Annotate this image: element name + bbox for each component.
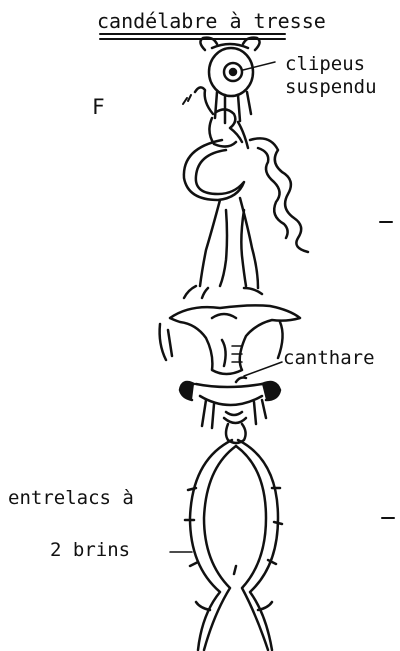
title-underline	[99, 33, 286, 40]
interlace-two-strands	[183, 438, 284, 651]
clipeus-pointer	[242, 61, 276, 71]
clipeus-label-line2: suspendu	[285, 76, 377, 98]
clipeus-shield	[199, 36, 261, 125]
entrelacs-label-line1: entrelacs à	[8, 487, 134, 509]
entrelacs-label-line2: 2 brins	[50, 539, 131, 561]
neck-knot	[222, 416, 248, 445]
title-label: candélabre à tresse	[97, 9, 326, 33]
canthare-pointer	[243, 361, 283, 377]
capital-platform	[158, 304, 302, 376]
canthare-label: canthare	[283, 347, 375, 369]
letter-f-label: F	[92, 95, 105, 119]
cantharus-vessel	[178, 376, 282, 430]
edge-marks	[379, 221, 395, 519]
dancing-figure	[182, 86, 310, 300]
clipeus-label-line1: clipeus	[285, 53, 366, 75]
